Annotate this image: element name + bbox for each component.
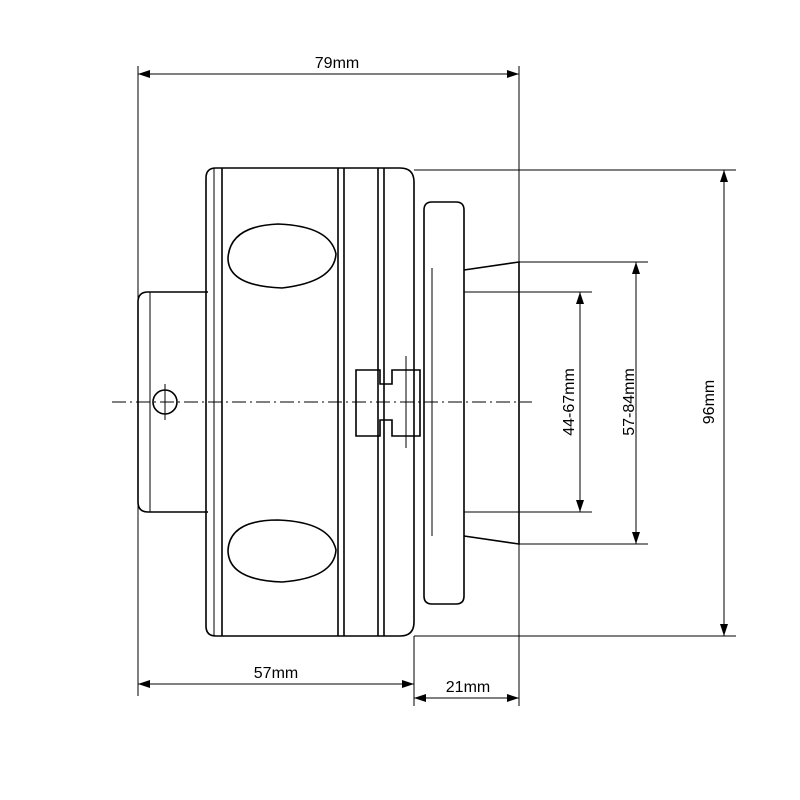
label-grip-large: 57-84mm xyxy=(621,368,638,436)
label-nose-length: 21mm xyxy=(446,679,490,696)
label-overall-length: 79mm xyxy=(315,55,359,72)
extension-lines xyxy=(137,66,736,706)
label-body-length: 57mm xyxy=(254,665,298,682)
dimension-labels: 79mm 57mm 21mm 96mm 57-84mm 44-67mm xyxy=(254,55,718,696)
dimension-lines xyxy=(138,70,728,702)
main-body xyxy=(205,167,415,637)
nose-cone xyxy=(463,261,520,545)
lower-slot xyxy=(227,519,337,583)
upper-slot xyxy=(227,223,337,289)
part-outline xyxy=(137,167,520,637)
label-grip-small: 44-67mm xyxy=(561,368,578,436)
key-block xyxy=(355,369,421,437)
label-overall-diameter: 96mm xyxy=(701,380,718,424)
front-flange xyxy=(423,201,465,605)
